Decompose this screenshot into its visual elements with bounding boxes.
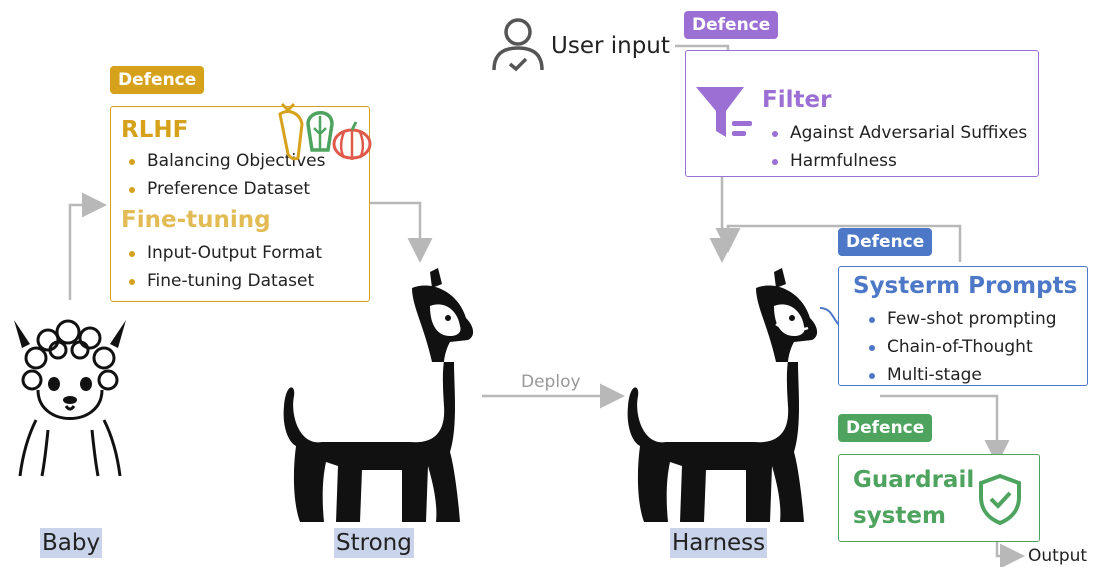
system-prompts-title: Systerm Prompts — [853, 273, 1078, 299]
finetune-title: Fine-tuning — [121, 207, 271, 233]
rlhf-item: Balancing Objectives — [123, 147, 326, 175]
finetune-item: Fine-tuning Dataset — [123, 267, 322, 295]
prompt-item: Chain-of-Thought — [863, 333, 1057, 361]
filter-defence-tag: Defence — [684, 11, 779, 39]
training-defence-tag: Defence — [110, 66, 205, 94]
user-check-icon — [492, 18, 544, 72]
training-to-strong-arrow — [345, 201, 433, 263]
baby-to-training-arrow — [68, 192, 107, 300]
guardrail-defence-tag: Defence — [838, 414, 933, 442]
finetune-list: Input-Output Format Fine-tuning Dataset — [123, 239, 322, 295]
deploy-label: Deploy — [521, 372, 581, 392]
funnel-icon — [696, 87, 752, 137]
vegetables-icon — [278, 102, 372, 161]
filter-item: Harmfulness — [766, 147, 1027, 175]
output-label: Output — [1028, 546, 1088, 566]
training-box: RLHF Balancing Objectives Preference Dat… — [110, 106, 370, 302]
rlhf-item: Preference Dataset — [123, 175, 326, 203]
prompts-defence-tag: Defence — [838, 228, 933, 256]
harness-alpaca-image — [627, 268, 818, 522]
shield-check-icon — [979, 473, 1021, 525]
guardrail-title-line2: system — [853, 503, 946, 529]
rlhf-title: RLHF — [121, 117, 189, 143]
system-prompts-list: Few-shot prompting Chain-of-Thought Mult… — [863, 305, 1057, 389]
filter-item: Against Adversarial Suffixes — [766, 119, 1027, 147]
prompts-loop-arrow — [715, 224, 962, 262]
rlhf-list: Balancing Objectives Preference Dataset — [123, 147, 326, 203]
guardrail-box: Guardrail system — [838, 454, 1040, 542]
harness-to-guardrail-arrow — [880, 394, 1010, 465]
filter-box: Filter Against Adversarial Suffixes Harm… — [685, 50, 1039, 177]
user-input-label: User input — [551, 33, 670, 59]
filter-list: Against Adversarial Suffixes Harmfulness — [766, 119, 1027, 175]
prompt-item: Multi-stage — [863, 361, 1057, 389]
baby-alpaca-image — [14, 319, 126, 477]
prompt-item: Few-shot prompting — [863, 305, 1057, 333]
caption-baby: Baby — [40, 528, 103, 558]
system-prompts-box: Systerm Prompts Few-shot prompting Chain… — [838, 266, 1088, 386]
guardrail-title-line1: Guardrail — [853, 467, 975, 493]
caption-strong: Strong — [334, 528, 414, 558]
caption-harness: Harness — [670, 528, 768, 558]
filter-title: Filter — [762, 87, 832, 113]
guardrail-to-output-arrow — [995, 540, 1025, 567]
strong-alpaca-image — [283, 268, 474, 522]
finetune-item: Input-Output Format — [123, 239, 322, 267]
